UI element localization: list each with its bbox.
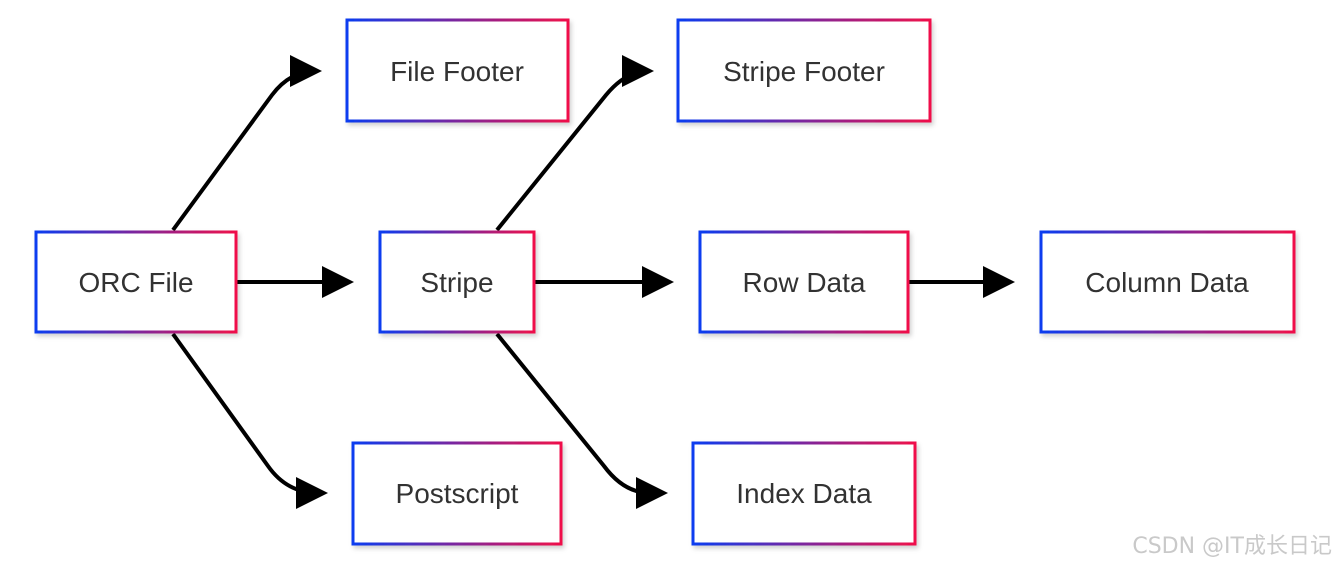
edge-stripe-to-index-data: [495, 332, 668, 509]
node-row-data-label: Row Data: [743, 267, 866, 298]
node-file-footer[interactable]: File Footer: [345, 18, 570, 123]
node-row-data[interactable]: Row Data: [698, 230, 910, 334]
edge-orc-file-to-postscript: [171, 332, 328, 509]
node-stripe-footer-label: Stripe Footer: [723, 56, 885, 87]
node-orc-file[interactable]: ORC File: [34, 230, 238, 334]
edge-orc-file-to-file-footer: [171, 55, 322, 232]
node-index-data-label: Index Data: [736, 478, 872, 509]
edge-stripe-to-stripe-footer: [495, 55, 654, 232]
node-column-data[interactable]: Column Data: [1039, 230, 1296, 334]
node-orc-file-label: ORC File: [78, 267, 193, 298]
node-postscript-label: Postscript: [396, 478, 519, 509]
node-file-footer-label: File Footer: [390, 56, 524, 87]
node-stripe[interactable]: Stripe: [378, 230, 536, 334]
node-column-data-label: Column Data: [1085, 267, 1249, 298]
edges: [171, 55, 1015, 509]
node-stripe-label: Stripe: [420, 267, 493, 298]
node-postscript[interactable]: Postscript: [351, 441, 563, 546]
node-index-data[interactable]: Index Data: [691, 441, 917, 546]
node-stripe-footer[interactable]: Stripe Footer: [676, 18, 932, 123]
watermark-text: CSDN @IT成长日记: [1132, 534, 1332, 559]
